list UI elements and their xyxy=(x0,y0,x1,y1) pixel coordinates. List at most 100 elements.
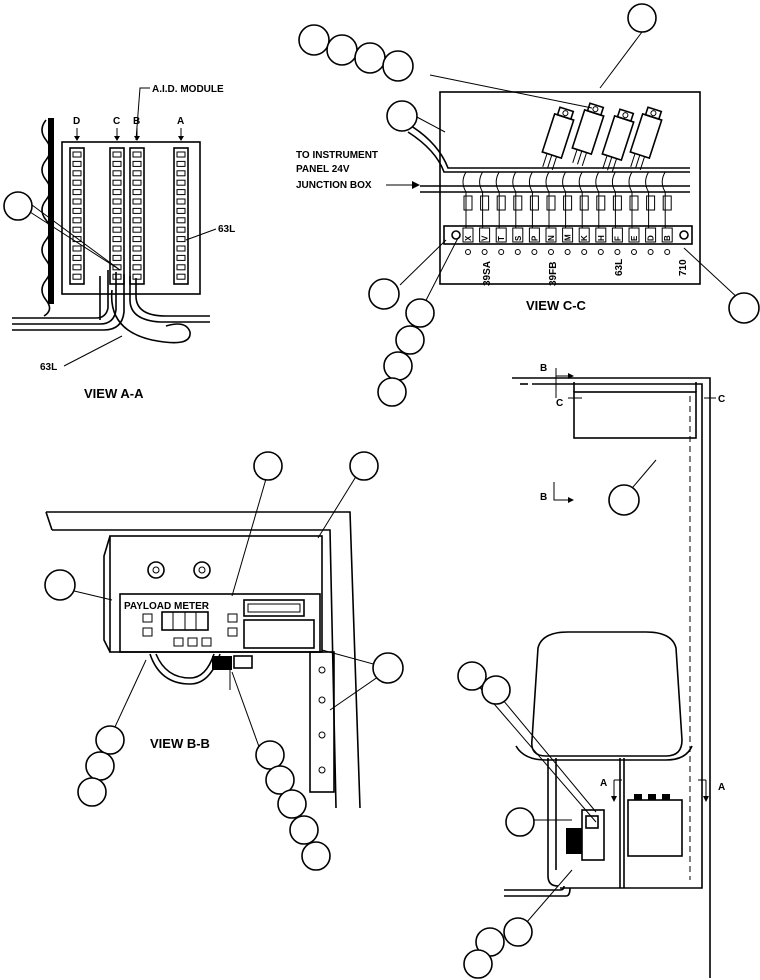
terminal-screw xyxy=(72,207,82,214)
relay-4 xyxy=(629,106,663,171)
terminal-screw xyxy=(72,217,82,224)
section-mark-b-top: B xyxy=(540,363,547,374)
callout-bubble xyxy=(608,484,640,516)
section-mark-a-left: A xyxy=(600,778,607,789)
terminal-screw xyxy=(72,245,82,252)
callout-bubble xyxy=(368,278,400,310)
view-cc-frame xyxy=(439,91,701,285)
callout-bubble xyxy=(463,949,493,979)
cc-tag-710: 710 xyxy=(678,259,689,276)
cc-note-line1: TO INSTRUMENT xyxy=(296,150,378,161)
callout-bubble xyxy=(503,917,533,947)
callout-bubble xyxy=(298,24,330,56)
view-bb-title: VIEW B-B xyxy=(150,736,210,751)
terminal-screw xyxy=(176,254,186,261)
terminal-screw xyxy=(112,254,122,261)
terminal-p xyxy=(528,227,540,243)
callout-bubble xyxy=(505,807,535,837)
relay-3 xyxy=(601,108,635,173)
terminal-n xyxy=(545,227,557,243)
terminal-screw xyxy=(176,264,186,271)
callout-bubble xyxy=(253,451,283,481)
terminal-screw xyxy=(176,207,186,214)
section-mark-c-right: C xyxy=(718,394,725,405)
callout-bubble xyxy=(3,191,33,221)
callout-bubble xyxy=(277,789,307,819)
view-aa: D C B A A.I.D. MODULE 63L 63L VIEW A-A xyxy=(12,84,235,401)
terminal-strip-a xyxy=(173,147,189,285)
terminal-f xyxy=(611,227,623,243)
payload-meter-label: PAYLOAD METER xyxy=(124,601,210,612)
terminal-screw xyxy=(176,179,186,186)
terminal-k xyxy=(578,227,590,243)
callout-bubble xyxy=(326,34,358,66)
terminal-h xyxy=(595,227,607,243)
terminal-screw xyxy=(132,254,142,261)
terminal-letter-d: D xyxy=(647,235,656,241)
section-mark-b-bottom: B xyxy=(540,492,547,503)
terminal-screw xyxy=(176,151,186,158)
terminal-screw xyxy=(112,245,122,252)
terminal-screw xyxy=(132,245,142,252)
terminal-screw xyxy=(132,207,142,214)
terminal-v xyxy=(479,227,491,243)
callout-bubble xyxy=(383,351,413,381)
callout-bubbles xyxy=(3,3,760,979)
terminal-screw xyxy=(176,189,186,196)
terminal-letter-v: V xyxy=(481,235,490,241)
terminal-screw xyxy=(112,179,122,186)
terminal-screw xyxy=(112,151,122,158)
callout-bubble xyxy=(377,377,407,407)
terminal-screw xyxy=(72,198,82,205)
terminal-screw xyxy=(72,151,82,158)
terminal-screw xyxy=(176,160,186,167)
terminal-letter-f: F xyxy=(613,236,622,241)
terminal-screw xyxy=(72,254,82,261)
column-label-a: A xyxy=(177,116,184,127)
callout-bubble xyxy=(265,765,295,795)
callout-bubble xyxy=(77,777,107,807)
terminal-screw xyxy=(176,245,186,252)
view-aa-title: VIEW A-A xyxy=(84,386,144,401)
cc-terminal-bar xyxy=(443,225,693,245)
terminal-letter-e: E xyxy=(630,235,639,241)
section-mark-c-left: C xyxy=(556,398,563,409)
terminal-screw xyxy=(72,170,82,177)
terminal-screw xyxy=(132,236,142,243)
terminal-b xyxy=(661,227,673,243)
terminal-e xyxy=(628,227,640,243)
relay-1 xyxy=(541,106,575,171)
cc-note-line3: JUNCTION BOX xyxy=(296,180,372,191)
terminal-letter-p: P xyxy=(530,235,539,241)
terminal-screw xyxy=(72,160,82,167)
terminal-screw xyxy=(132,189,142,196)
column-label-d: D xyxy=(73,116,80,127)
callout-bubble xyxy=(44,569,76,601)
terminal-screw xyxy=(72,236,82,243)
terminal-screw xyxy=(132,264,142,271)
callout-bubble xyxy=(405,298,435,328)
main-view: B C C B A A xyxy=(504,363,725,978)
terminal-x xyxy=(462,227,474,243)
callout-bubble xyxy=(386,100,418,132)
terminal-letter-m: M xyxy=(564,234,573,241)
terminal-m xyxy=(562,227,574,243)
cc-tag-39sa: 39SA xyxy=(482,261,493,286)
terminal-screw xyxy=(176,198,186,205)
terminal-screw xyxy=(112,217,122,224)
terminal-screw xyxy=(176,236,186,243)
terminal-strip-b xyxy=(129,147,145,285)
callout-bubble xyxy=(95,725,125,755)
terminal-screw xyxy=(132,226,142,233)
section-mark-a-right: A xyxy=(718,782,725,793)
aid-module-box xyxy=(61,141,201,295)
terminal-screw xyxy=(112,189,122,196)
terminal-screw xyxy=(112,264,122,271)
callout-bubble xyxy=(627,3,657,33)
terminal-letter-b: B xyxy=(663,235,672,241)
cc-tag-39fb: 39FB xyxy=(548,262,559,286)
terminal-screw xyxy=(112,273,122,280)
terminal-screw xyxy=(72,264,82,271)
aid-module-label: A.I.D. MODULE xyxy=(152,84,224,95)
